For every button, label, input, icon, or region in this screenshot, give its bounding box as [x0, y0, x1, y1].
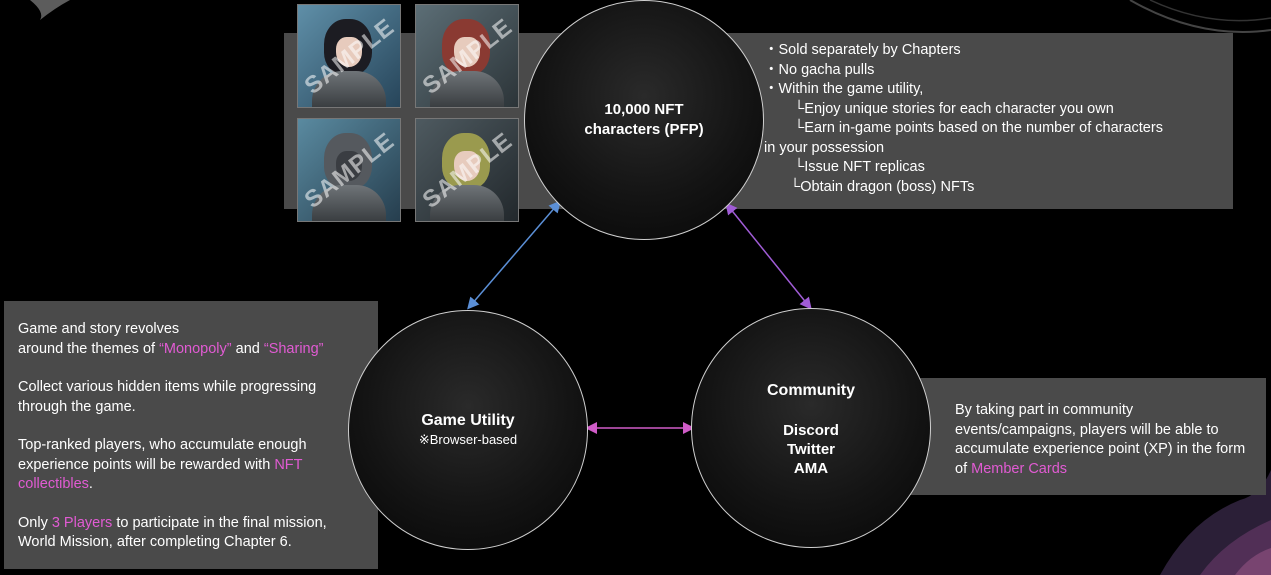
- game-info-panel-bg: [4, 301, 378, 569]
- character-thumbnail-2: SAMPLE: [415, 4, 519, 108]
- nft-feature-item: ・Sold separately by Chapters: [764, 42, 961, 58]
- highlight-nft-collectibles: NFT collectibles: [18, 456, 303, 493]
- nft-feature-subitem-continued: in your possession: [764, 139, 885, 156]
- nft-title-line2: characters (PFP): [584, 121, 704, 138]
- highlight-3-players: 3 Players: [51, 514, 113, 531]
- community-desc-text: By taking part in community events/campa…: [955, 402, 1246, 477]
- community-item-twitter: Twitter: [786, 441, 836, 458]
- community-info-panel-bg: [880, 378, 1266, 495]
- character-thumbnail-3: SAMPLE: [297, 118, 401, 222]
- community-description: By taking part in community events/campa…: [955, 401, 1255, 479]
- game-description: Game and story revolves around the theme…: [18, 320, 363, 572]
- nft-title-line1: 10,000 NFT: [604, 101, 684, 118]
- node-community: Community Discord Twitter AMA: [691, 308, 931, 548]
- game-desc-paragraph: Collect various hidden items while progr…: [18, 379, 317, 415]
- nft-feature-subitem: └Issue NFT replicas: [794, 159, 925, 175]
- game-utility-title: Game Utility: [421, 412, 515, 429]
- nft-feature-subitem: └Obtain dragon (boss) NFTs: [790, 178, 975, 195]
- community-item-discord: Discord: [783, 422, 839, 439]
- game-desc-text: to participate in the final mission, Wor…: [18, 514, 327, 551]
- game-utility-subtitle: ※Browser-based: [418, 432, 518, 447]
- highlight-monopoly: “Monopoly”: [159, 340, 232, 357]
- nft-feature-item: ・Within the game utility,: [764, 81, 924, 97]
- nft-feature-item: ・No gacha pulls: [764, 61, 875, 78]
- community-item-ama: AMA: [793, 460, 829, 477]
- nft-feature-subitem: └Earn in-game points based on the number…: [794, 120, 1163, 136]
- game-desc-text: around the themes of: [18, 340, 160, 357]
- game-desc-text: Top-ranked players, who accumulate enoug…: [18, 437, 307, 473]
- node-game-utility: Game Utility ※Browser-based: [348, 310, 588, 550]
- arrow-nft-community: [725, 202, 812, 310]
- game-desc-text: and: [231, 340, 264, 357]
- highlight-sharing: “Sharing”: [263, 340, 324, 357]
- nft-feature-list: ・Sold separately by Chapters ・No gacha p…: [764, 41, 1229, 197]
- game-desc-text: .: [88, 476, 93, 492]
- nft-feature-subitem: └Enjoy unique stories for each character…: [794, 100, 1114, 117]
- character-thumbnail-1: SAMPLE: [297, 4, 401, 108]
- node-nft-characters: 10,000 NFT characters (PFP): [524, 0, 764, 240]
- game-desc-line: Game and story revolves: [18, 321, 180, 337]
- community-title: Community: [767, 382, 855, 399]
- highlight-member-cards: Member Cards: [971, 460, 1068, 477]
- game-desc-text: Only: [18, 514, 52, 531]
- arrow-nft-game: [467, 200, 561, 310]
